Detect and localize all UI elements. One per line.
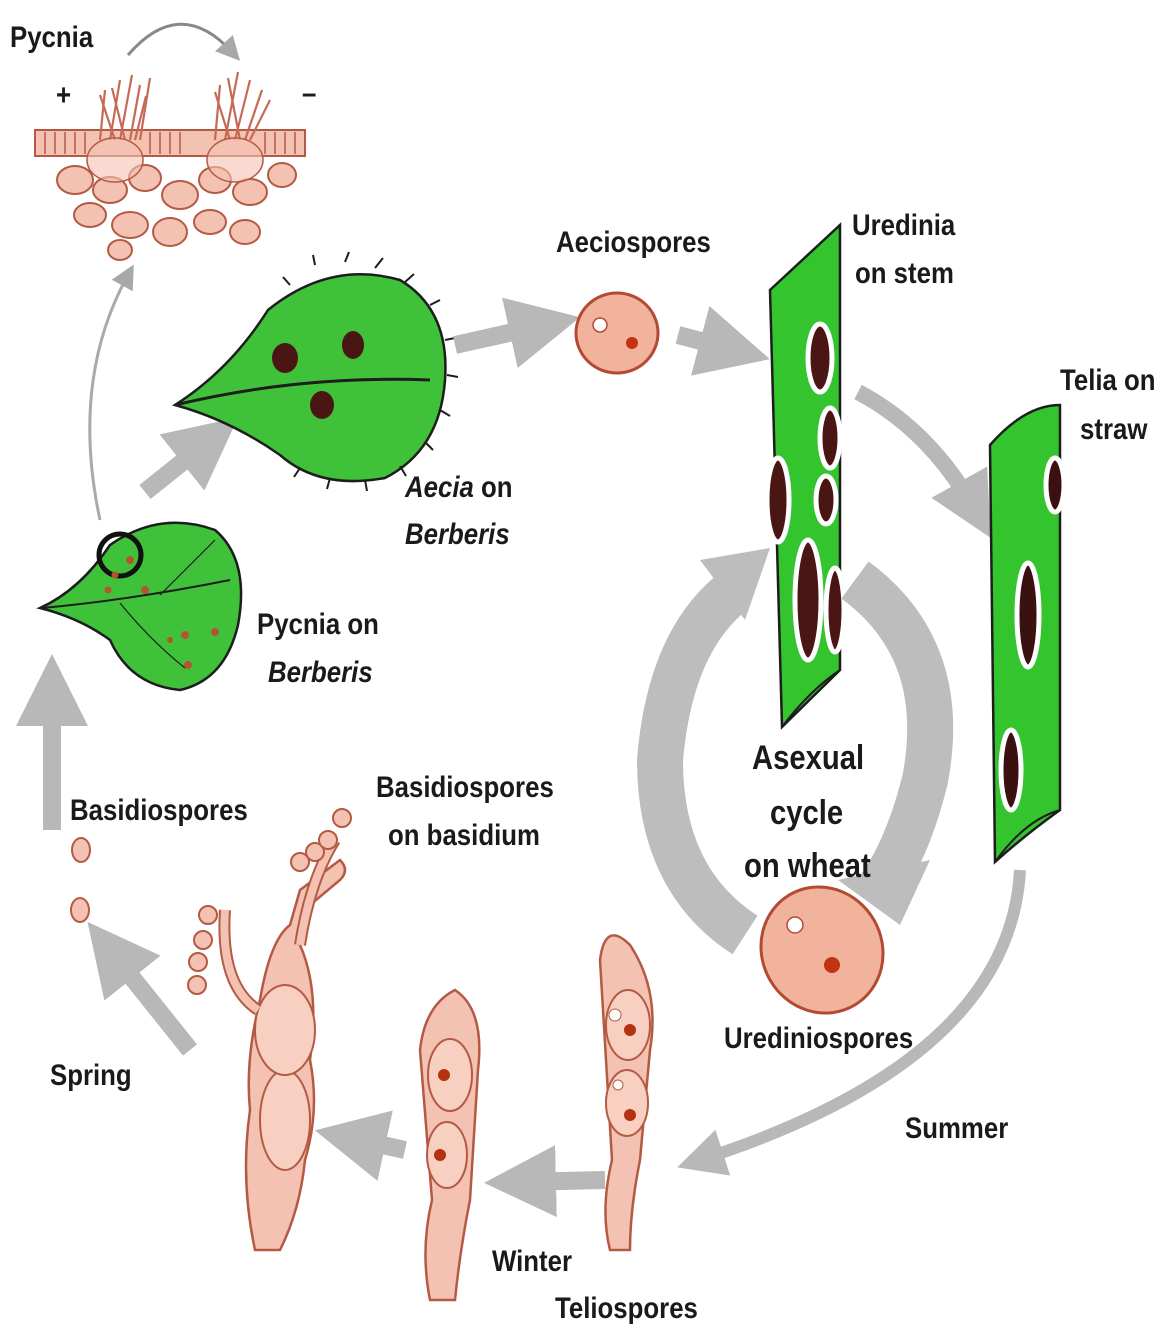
label-asexual-3: on wheat — [744, 846, 871, 887]
label-pycnia-host: Berberis — [268, 655, 373, 691]
arrow-to-pycnia — [90, 275, 128, 520]
aeciospore — [576, 293, 658, 373]
label-aecia-host: Berberis — [405, 517, 510, 553]
label-asexual-1: Asexual — [752, 738, 864, 779]
teliospore-right — [600, 935, 653, 1250]
label-pycnia-top: Pycnia — [10, 20, 93, 56]
pycnia-cross-section — [35, 24, 305, 260]
label-basidio-on-2: on basidium — [388, 818, 540, 854]
aecia-leaf — [175, 252, 458, 491]
arrow-to-telia — [858, 392, 975, 510]
label-basidio-on-1: Basidiospores — [376, 770, 554, 806]
arrow-to-uredinia — [678, 335, 735, 350]
label-telia-1: Telia on — [1060, 363, 1156, 399]
arrow-winter-2 — [350, 1138, 405, 1150]
label-aecia: Aecia on — [405, 470, 513, 506]
label-urediniospores: Urediniospores — [724, 1021, 913, 1057]
arrow-to-aecia-leaf — [145, 440, 210, 492]
label-aeciospores: Aeciospores — [556, 225, 711, 261]
label-pycnia-on: Pycnia on — [257, 607, 379, 643]
arrow-winter-1 — [520, 1180, 605, 1182]
pycnia-leaf — [40, 523, 241, 690]
label-basidiospores: Basidiospores — [70, 793, 248, 829]
label-aecia-on: on — [474, 471, 513, 504]
telia-straw — [990, 405, 1064, 862]
label-uredinia-2: on stem — [855, 256, 954, 292]
arrow-spring — [110, 950, 190, 1050]
arrow-to-aeciospore — [455, 325, 545, 345]
label-plus: + — [56, 78, 71, 114]
basidium — [188, 809, 351, 1250]
label-telia-2: straw — [1080, 412, 1147, 448]
teliospore-left — [420, 990, 479, 1300]
label-minus: – — [302, 76, 316, 112]
label-asexual-2: cycle — [770, 793, 843, 834]
label-teliospores: Teliospores — [555, 1291, 698, 1327]
label-spring: Spring — [50, 1058, 132, 1094]
basidiospores-loose — [71, 838, 90, 922]
label-summer: Summer — [905, 1111, 1008, 1147]
uredinia-stem — [767, 225, 844, 727]
label-aecia-word: Aecia — [405, 471, 474, 504]
label-uredinia-1: Uredinia — [852, 208, 955, 244]
label-winter: Winter — [492, 1244, 572, 1280]
